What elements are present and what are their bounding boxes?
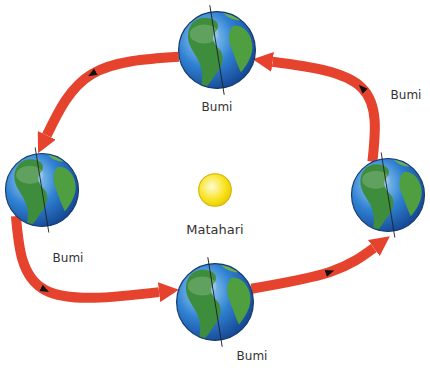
earth-globe: Bumi xyxy=(350,157,426,233)
earth-label: Bumi xyxy=(202,100,233,114)
orbit-arrow xyxy=(273,62,375,162)
earth-globe: Bumi xyxy=(175,262,255,342)
sun-circle: Matahari xyxy=(198,173,232,207)
globe-picture xyxy=(179,5,256,95)
globe-picture xyxy=(352,152,425,237)
globe-picture xyxy=(175,262,255,342)
sun-label: Matahari xyxy=(186,222,243,238)
globe-picture xyxy=(177,257,254,347)
globe-picture xyxy=(4,152,80,228)
sun-picture xyxy=(198,173,232,207)
globe-picture xyxy=(6,147,79,232)
globe-picture xyxy=(177,10,257,90)
earth-globe: Bumi xyxy=(177,10,257,90)
sun-picture xyxy=(199,174,232,207)
earth-label: Bumi xyxy=(237,349,268,363)
orbit-arrow xyxy=(47,57,179,136)
globe-picture xyxy=(350,157,426,233)
orbit-arrow xyxy=(16,216,159,298)
earth-globe: Bumi xyxy=(4,152,80,228)
earth-label: Bumi xyxy=(53,251,84,265)
earth-label: Bumi xyxy=(391,88,422,102)
orbit-arrow xyxy=(251,248,373,289)
